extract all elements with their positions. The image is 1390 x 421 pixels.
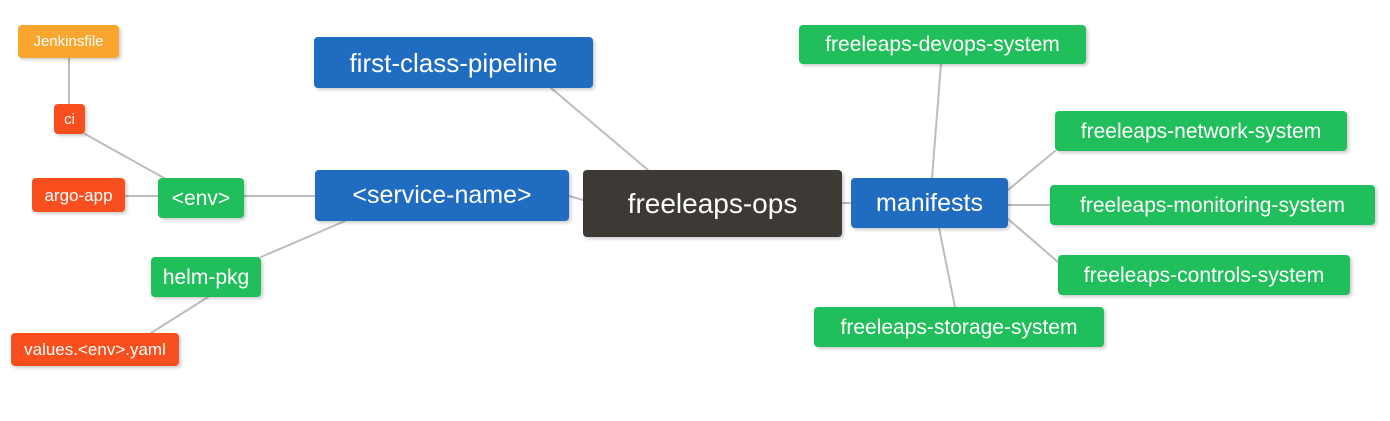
node-freeleaps-monitoring-system[interactable]: freeleaps-monitoring-system [1050, 185, 1375, 225]
node-ci[interactable]: ci [54, 104, 85, 134]
node-label-service-name: <service-name> [352, 181, 532, 209]
node-values-env-yaml[interactable]: values.<env>.yaml [11, 333, 179, 366]
node-jenkinsfile[interactable]: Jenkinsfile [18, 25, 119, 58]
node-freeleaps-devops-system[interactable]: freeleaps-devops-system [799, 25, 1086, 64]
node-label-argo-app: argo-app [44, 185, 113, 205]
edge-values-env-yaml-to-helm-pkg [150, 296, 209, 334]
node-label-freeleaps-devops-system: freeleaps-devops-system [825, 33, 1060, 56]
node-label-freeleaps-monitoring-system: freeleaps-monitoring-system [1080, 193, 1345, 217]
edge-manifests-to-freeleaps-storage-system [938, 227, 956, 308]
node-label-manifests: manifests [876, 188, 983, 217]
edge-service-name-to-freeleaps-ops [568, 195, 584, 201]
node-env[interactable]: <env> [158, 178, 244, 218]
node-manifests[interactable]: manifests [851, 178, 1008, 228]
node-label-freeleaps-storage-system: freeleaps-storage-system [840, 315, 1078, 339]
node-freeleaps-ops[interactable]: freeleaps-ops [583, 170, 842, 237]
node-freeleaps-network-system[interactable]: freeleaps-network-system [1055, 111, 1347, 151]
node-label-first-class-pipeline: first-class-pipeline [349, 47, 558, 78]
node-helm-pkg[interactable]: helm-pkg [151, 257, 261, 297]
node-label-env: <env> [171, 186, 231, 210]
node-label-jenkinsfile: Jenkinsfile [33, 33, 104, 50]
node-label-ci: ci [64, 110, 75, 128]
node-first-class-pipeline[interactable]: first-class-pipeline [314, 37, 593, 88]
node-service-name[interactable]: <service-name> [315, 170, 569, 221]
node-label-freeleaps-controls-system: freeleaps-controls-system [1083, 263, 1325, 287]
node-argo-app[interactable]: argo-app [32, 178, 125, 212]
edge-manifests-to-freeleaps-network-system [1007, 150, 1056, 191]
node-label-freeleaps-network-system: freeleaps-network-system [1080, 119, 1322, 143]
node-label-helm-pkg: helm-pkg [162, 265, 250, 289]
edge-manifests-to-freeleaps-controls-system [1007, 218, 1059, 263]
node-label-values-env-yaml: values.<env>.yaml [24, 340, 166, 359]
node-freeleaps-controls-system[interactable]: freeleaps-controls-system [1058, 255, 1350, 295]
node-label-freeleaps-ops: freeleaps-ops [627, 187, 798, 219]
node-freeleaps-storage-system[interactable]: freeleaps-storage-system [814, 307, 1104, 347]
edge-manifests-to-freeleaps-devops-system [931, 63, 942, 179]
edge-ci-to-env [84, 133, 165, 179]
edge-helm-pkg-to-service-name [260, 220, 346, 258]
edge-first-class-pipeline-to-freeleaps-ops [550, 87, 649, 171]
